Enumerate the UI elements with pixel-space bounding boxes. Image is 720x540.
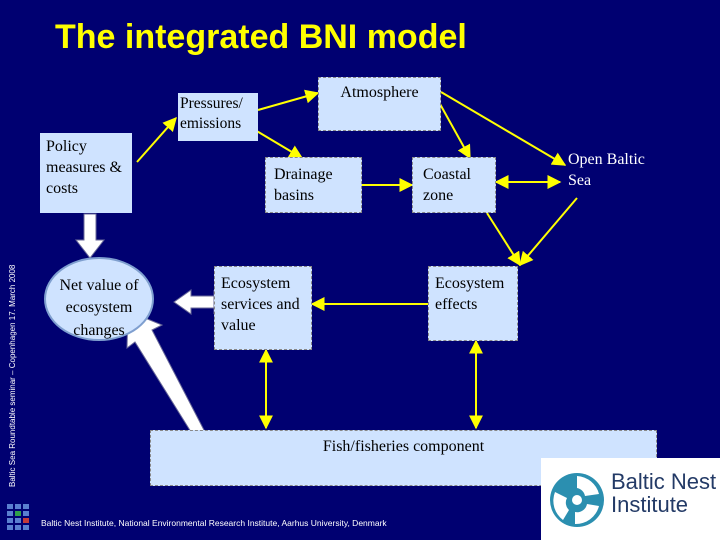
arrow-pressures-drainage — [254, 129, 304, 159]
bni-swirl-icon — [550, 473, 604, 527]
logo-wordmark: Baltic Nest Institute — [611, 469, 717, 518]
block-arrow-policy-netvalue — [74, 213, 106, 259]
node-ecosystem-services: Ecosystem services and value — [214, 266, 312, 350]
page-title: The integrated BNI model — [55, 18, 467, 56]
node-atmosphere: Atmosphere — [318, 77, 441, 131]
arrow-atmosphere-opensea — [440, 91, 567, 166]
node-pressures: Pressures/ emissions — [178, 93, 258, 141]
node-open-sea: Open Baltic Sea — [568, 151, 645, 189]
arrow-pressures-atmosphere — [257, 89, 320, 111]
block-arrow-services-netvalue — [173, 289, 215, 315]
grid-logo-icon — [5, 502, 37, 532]
arrow-policy-pressures — [136, 116, 177, 163]
node-coastal: Coastal zone — [412, 157, 496, 213]
block-arrow-fisheries-netvalue — [126, 310, 206, 441]
node-net-value: Net value of ecosystem changes — [44, 257, 154, 341]
arrow-opensea-effects — [519, 197, 578, 267]
node-ecosystem-effects: Ecosystem effects — [428, 266, 518, 341]
arrow-coastal-effects — [486, 212, 521, 267]
node-policy: Policy measures & costs — [40, 133, 132, 213]
node-drainage: Drainage basins — [265, 157, 362, 213]
bni-logo: Baltic Nest Institute — [541, 458, 720, 540]
arrow-atmosphere-coastal — [439, 103, 471, 160]
footer-text: Baltic Nest Institute, National Environm… — [41, 518, 387, 528]
